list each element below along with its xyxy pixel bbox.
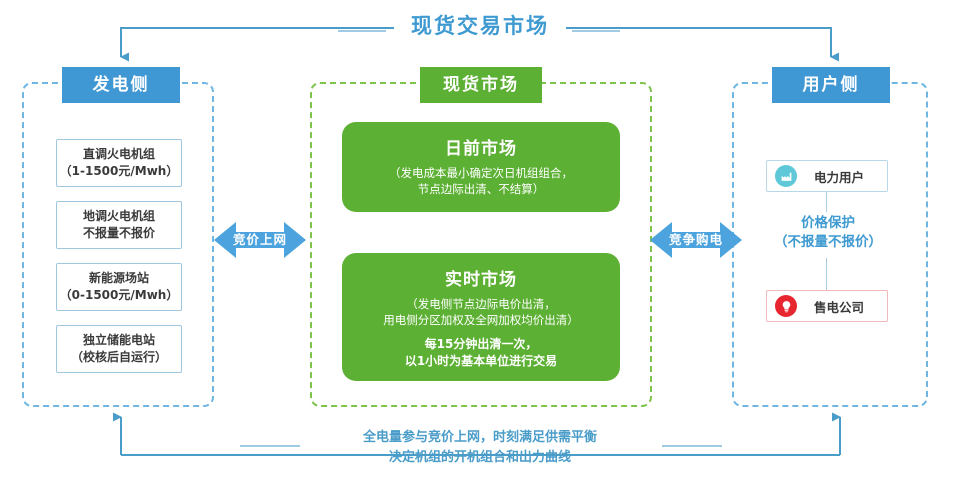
day-ahead-market-title: 日前市场 xyxy=(445,139,517,159)
competitive-purchase-label: 竞争购电 xyxy=(668,232,723,247)
power-consumer-box[interactable]: 电力用户 xyxy=(766,160,888,192)
day-ahead-market-card[interactable]: 日前市场 （发电成本最小确定次日机组组合， 节点边际出清、不结算） xyxy=(342,122,620,212)
bottom-caption-line2: 决定机组的开机组合和出力曲线 xyxy=(388,450,571,465)
day-ahead-sub-line2: 节点边际出清、不结算） xyxy=(417,182,545,196)
generation-item-box[interactable]: 独立储能电站 （校核后自运行） xyxy=(56,325,182,373)
day-ahead-market-subtitle: （发电成本最小确定次日机组组合， 节点边际出清、不结算） xyxy=(352,165,610,197)
page-title: 现货交易市场 xyxy=(411,14,549,38)
competitive-purchase-arrow[interactable]: 竞争购电 xyxy=(650,216,742,264)
real-time-note-line2: 以1小时为基本单位进行交易 xyxy=(404,354,558,368)
generation-item-box[interactable]: 直调火电机组 （1-1500元/Mwh） xyxy=(56,139,182,187)
bottom-caption: 全电量参与竞价上网，时刻满足供需平衡 决定机组的开机组合和出力曲线 xyxy=(280,428,680,468)
double-arrow-icon xyxy=(214,222,306,258)
zone-header-spot[interactable]: 现货市场 xyxy=(420,67,542,103)
day-ahead-sub-line1: （发电成本最小确定次日机组组合， xyxy=(389,166,573,180)
real-time-sub-line1: （发电侧节点边际电价出清， xyxy=(406,297,556,311)
retail-company-box[interactable]: 售电公司 xyxy=(766,290,888,322)
real-time-note-line1: 每15分钟出清一次， xyxy=(424,337,538,351)
bottom-caption-line1: 全电量参与竞价上网，时刻满足供需平衡 xyxy=(362,430,597,445)
user-connector-line-top xyxy=(826,192,827,212)
price-protection-line2: （不报量不报价） xyxy=(774,234,882,250)
price-protection-note: 价格保护 （不报量不报价） xyxy=(750,214,906,252)
title-rule-right xyxy=(572,30,620,32)
real-time-market-subtitle: （发电侧节点边际电价出清， 用电侧分区加权及全网加权均价出清） xyxy=(352,296,610,328)
zone-header-generation[interactable]: 发电侧 xyxy=(62,67,180,103)
generation-item-line1: 地调火电机组 xyxy=(82,209,155,223)
generation-item-box[interactable]: 地调火电机组 不报量不报价 xyxy=(56,201,182,249)
power-consumer-label: 电力用户 xyxy=(813,169,864,185)
title-rule-left xyxy=(338,30,386,32)
retail-company-label: 售电公司 xyxy=(813,299,864,315)
lightbulb-icon xyxy=(775,295,797,317)
user-connector-line-bottom xyxy=(826,258,827,290)
price-protection-line1: 价格保护 xyxy=(801,215,855,231)
bid-to-grid-arrow[interactable]: 竞价上网 xyxy=(214,216,306,264)
generation-item-line2: （1-1500元/Mwh） xyxy=(59,164,179,178)
generation-item-line2: （校核后自运行） xyxy=(70,350,167,364)
generation-item-line1: 直调火电机组 xyxy=(82,147,155,161)
real-time-market-card[interactable]: 实时市场 （发电侧节点边际电价出清， 用电侧分区加权及全网加权均价出清） 每15… xyxy=(342,253,620,381)
generation-item-box[interactable]: 新能源场站 （0-1500元/Mwh） xyxy=(56,263,182,311)
real-time-sub-line2: 用电侧分区加权及全网加权均价出清） xyxy=(383,313,579,327)
factory-icon xyxy=(775,165,797,187)
generation-item-line2: 不报量不报价 xyxy=(82,226,155,240)
double-arrow-icon xyxy=(650,222,742,258)
bid-to-grid-label: 竞价上网 xyxy=(232,232,287,247)
generation-item-line2: （0-1500元/Mwh） xyxy=(59,288,179,302)
real-time-market-note: 每15分钟出清一次， 以1小时为基本单位进行交易 xyxy=(352,336,610,370)
zone-header-user[interactable]: 用户侧 xyxy=(772,67,890,103)
generation-item-line1: 新能源场站 xyxy=(88,271,149,285)
real-time-market-title: 实时市场 xyxy=(445,270,517,290)
generation-item-line1: 独立储能电站 xyxy=(82,333,155,347)
